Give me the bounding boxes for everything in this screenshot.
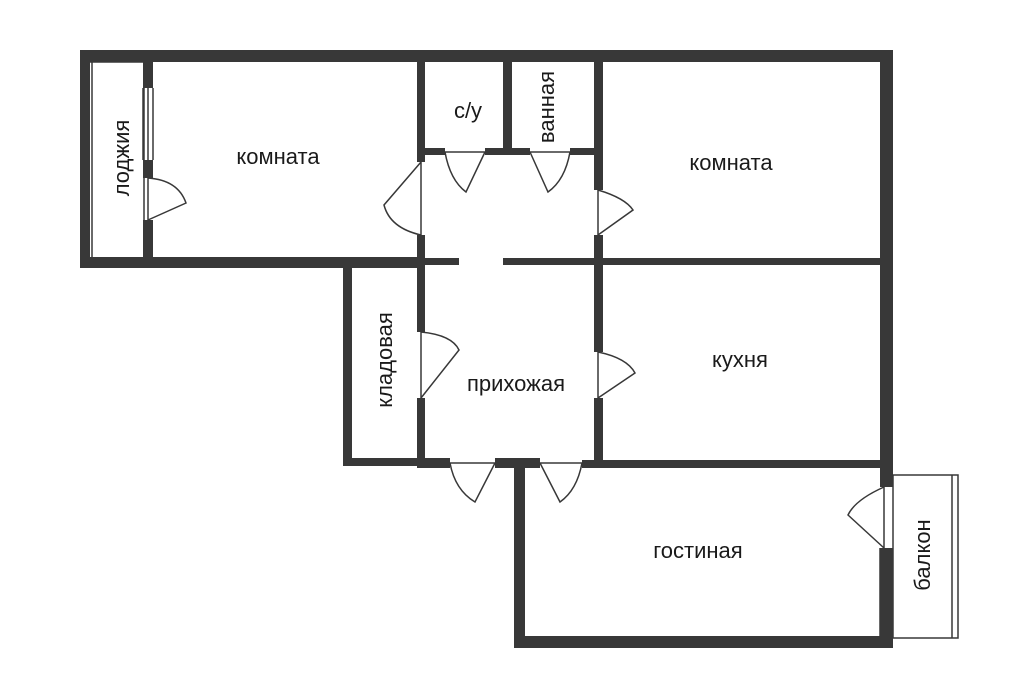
label-loggia: лоджия (109, 120, 134, 197)
door-kitchen (597, 351, 636, 399)
door-storage (420, 331, 460, 399)
door-wc (444, 151, 486, 194)
label-storage: кладовая (372, 312, 397, 408)
door-room-right (597, 189, 635, 236)
room-labels: лоджия комната с/у ванная комната кладов… (109, 71, 935, 591)
loggia-outline (85, 61, 154, 259)
interior-walls (143, 62, 888, 468)
label-wc: с/у (454, 98, 482, 123)
label-kitchen: кухня (712, 347, 768, 372)
label-room-left: комната (236, 144, 320, 169)
label-room-right: комната (689, 150, 773, 175)
balcony-outline (879, 474, 959, 639)
door-bathroom (529, 151, 571, 194)
label-living-room: гостиная (653, 538, 742, 563)
door-room-left (383, 161, 422, 236)
label-hallway: прихожая (467, 371, 565, 396)
door-balcony (847, 486, 885, 549)
label-balcony: балкон (910, 519, 935, 590)
label-bathroom: ванная (534, 71, 559, 143)
door-loggia (147, 177, 187, 221)
door-entrance (449, 462, 496, 504)
outer-walls (80, 50, 893, 648)
doors (147, 151, 885, 549)
door-living-room (539, 462, 583, 504)
